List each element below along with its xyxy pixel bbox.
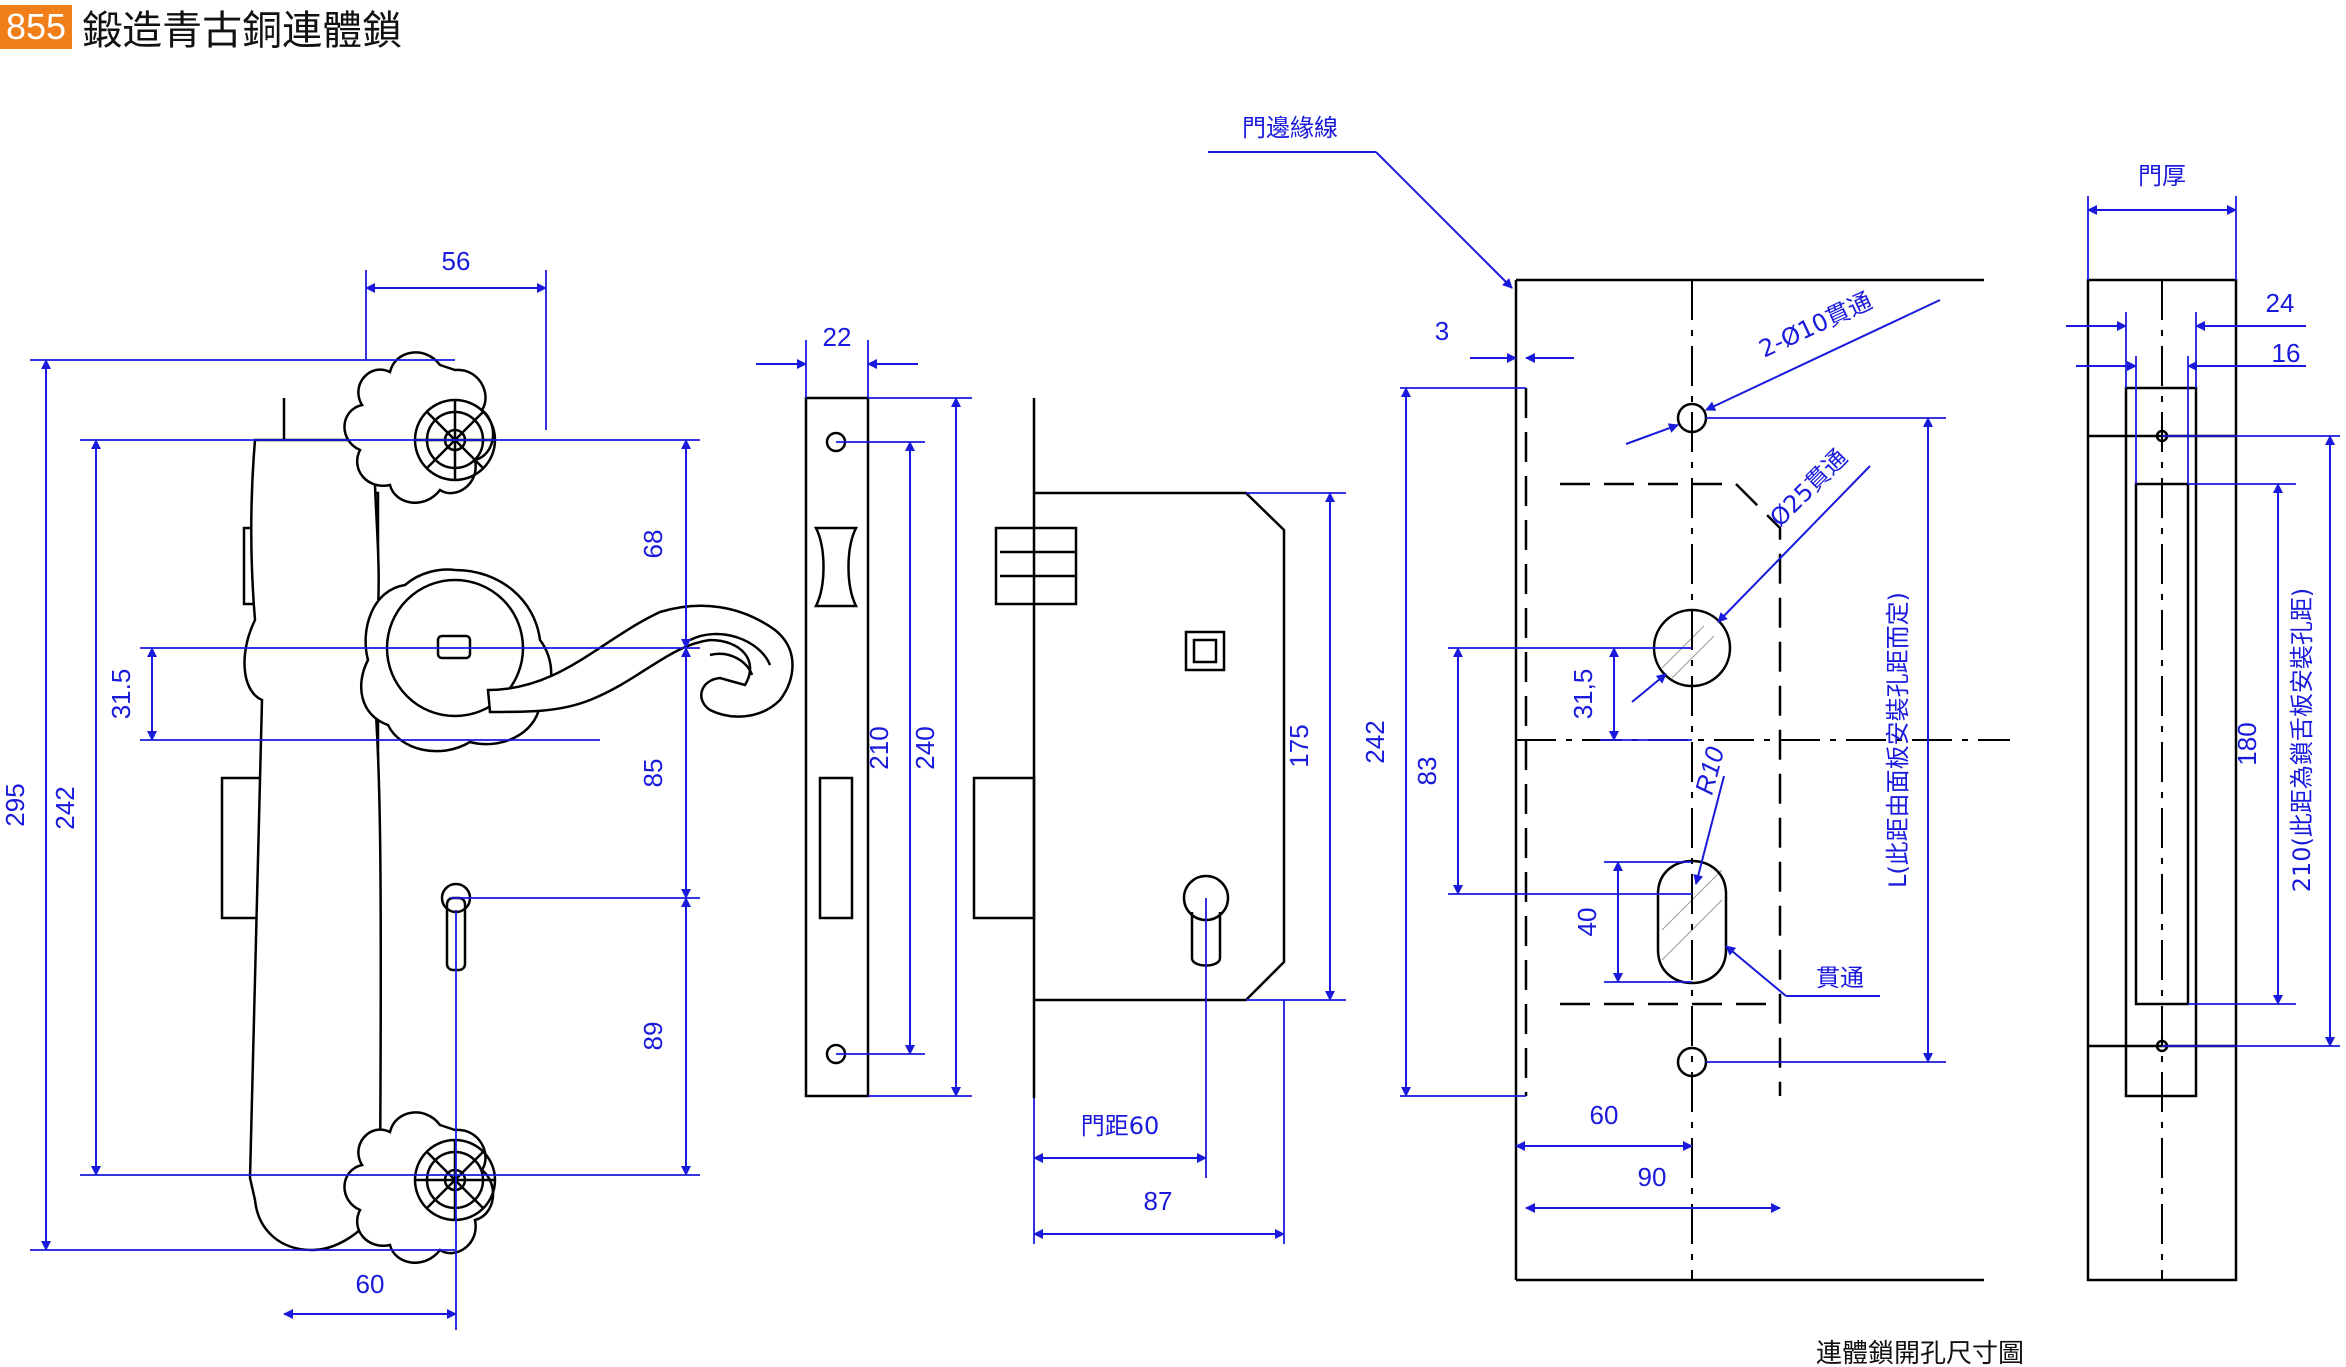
label-2-holes: 2-Ø10貫通 xyxy=(1755,287,1877,364)
label-r10: R10 xyxy=(1689,743,1730,797)
label-25-hole: Ø25貫通 xyxy=(1764,444,1853,533)
label-door-edge: 門邊緣線 xyxy=(1242,114,1338,142)
dim-3: 3 xyxy=(1435,316,1449,346)
edge-view: 門厚 24 16 180 210(此距為鎖舌板安裝孔距) xyxy=(2066,162,2340,1282)
label-door-thickness: 門厚 xyxy=(2138,162,2186,190)
escutcheon-plate xyxy=(243,438,394,1252)
dim-90: 90 xyxy=(1638,1162,1667,1192)
dim-24: 24 xyxy=(2266,288,2295,318)
dim-83: 83 xyxy=(1412,757,1442,786)
dim-210: 210 xyxy=(864,726,894,769)
dim-22: 22 xyxy=(823,322,852,352)
header: 855 鍛造青古銅連體鎖 xyxy=(0,0,402,54)
dim-240: 240 xyxy=(910,726,940,769)
case-outline xyxy=(1034,491,1286,1002)
dim-40: 40 xyxy=(1572,908,1602,937)
dim-295: 295 xyxy=(0,783,30,826)
faceplate-view: 22 210 240 xyxy=(756,322,972,1098)
dim-56: 56 xyxy=(442,246,471,276)
dim-16: 16 xyxy=(2272,338,2301,368)
dim-85: 85 xyxy=(638,759,668,788)
faceplate-outline xyxy=(804,396,870,1098)
bottom-rosette xyxy=(343,1111,495,1264)
dim-68: 68 xyxy=(638,530,668,559)
dim-175: 175 xyxy=(1284,724,1314,767)
dim-89: 89 xyxy=(638,1022,668,1051)
dim-242: 242 xyxy=(50,786,80,829)
latch-slot xyxy=(813,526,859,608)
case-view: 175 門距60 87 xyxy=(972,398,1346,1244)
label-through: 貫通 xyxy=(1816,964,1864,992)
cutout-view: 門邊緣線 3 2-Ø10貫通 Ø25貫通 242 83 31,5 R10 40 … xyxy=(1208,114,2010,1282)
top-rosette xyxy=(343,351,495,504)
dim-180: 180 xyxy=(2232,722,2262,765)
front-view: 56 68 85 89 31.5 242 295 60 xyxy=(0,246,794,1330)
model-number-badge: 855 xyxy=(0,5,73,49)
label-L: L(此距由面板安裝孔距而定) xyxy=(1884,592,1912,888)
dim-31-5: 31.5 xyxy=(106,669,136,720)
dim-60-front: 60 xyxy=(356,1269,385,1299)
dim-60-cutout: 60 xyxy=(1590,1100,1619,1130)
dim-242-cutout: 242 xyxy=(1360,720,1390,763)
label-210-mounting: 210(此距為鎖舌板安裝孔距) xyxy=(2288,588,2316,893)
dim-backset-60: 門距60 xyxy=(1081,1112,1160,1140)
dim-31-5-cutout: 31,5 xyxy=(1568,669,1598,720)
drawing-caption: 連體鎖開孔尺寸圖 xyxy=(1816,1339,2024,1367)
bolt-slot xyxy=(818,776,854,920)
product-title: 鍛造青古銅連體鎖 xyxy=(82,8,403,54)
dim-87: 87 xyxy=(1144,1186,1173,1216)
